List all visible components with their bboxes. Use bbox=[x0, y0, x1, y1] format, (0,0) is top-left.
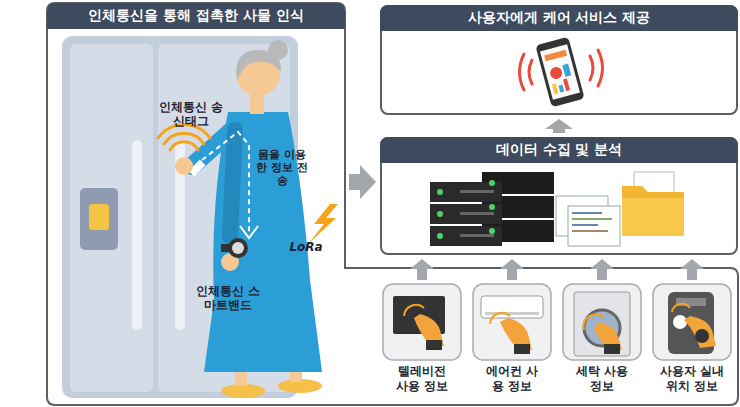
doorlock-icon bbox=[668, 292, 716, 354]
code-windows bbox=[556, 196, 620, 246]
flow-arrow bbox=[500, 259, 524, 280]
device-card: 텔레비전 사용 정보 bbox=[383, 284, 461, 360]
folder bbox=[622, 172, 684, 236]
phone-vibration bbox=[520, 50, 603, 90]
smartphone bbox=[535, 37, 584, 108]
section-header: 사용자에게 케어 서비스 제공 bbox=[380, 5, 738, 31]
flow-arrow bbox=[590, 259, 614, 280]
elderly-woman bbox=[175, 40, 322, 398]
section-header: 데이터 수집 및 분석 bbox=[380, 137, 738, 163]
section-panel: 데이터 수집 및 분석 bbox=[380, 137, 738, 255]
lora-bolt bbox=[308, 204, 338, 244]
device-label: 사용자 실내 위치 정보 bbox=[658, 364, 726, 394]
signal-arcs bbox=[158, 125, 210, 150]
flow-arrow bbox=[545, 119, 573, 133]
tag-label: 인체통신 송신태그 bbox=[158, 100, 224, 129]
device-label: 에어컨 사용 정보 bbox=[481, 364, 543, 394]
device-label: 텔레비전 사용 정보 bbox=[390, 364, 454, 394]
device-card: 세탁 사용 정보 bbox=[563, 284, 641, 360]
device-cards bbox=[383, 284, 731, 360]
device-card: 에어컨 사용 정보 bbox=[473, 284, 551, 360]
tv-icon bbox=[393, 296, 445, 350]
lora-label: LoRa bbox=[286, 240, 326, 254]
servers bbox=[430, 172, 554, 246]
flow-arrow bbox=[680, 259, 704, 280]
section-panel: 사용자에게 케어 서비스 제공 bbox=[380, 5, 738, 115]
device-card: 사용자 실내 위치 정보 bbox=[653, 284, 731, 360]
band-label: 인체통신 스마트밴드 bbox=[190, 284, 266, 313]
touch-arcs bbox=[404, 304, 690, 330]
body-transfer-label: 몸을 이용한 정보 전송 bbox=[254, 148, 310, 188]
flow-arrow bbox=[410, 259, 434, 280]
aircon-icon bbox=[481, 296, 543, 354]
device-label: 세탁 사용 정보 bbox=[571, 364, 633, 394]
section-panel: 인체통신을 통해 접촉한 사물 인식 bbox=[47, 3, 345, 405]
section-header: 인체통신을 통해 접촉한 사물 인식 bbox=[47, 3, 345, 29]
flow-arrow bbox=[349, 165, 376, 199]
region-outline bbox=[47, 3, 738, 405]
washer-icon bbox=[574, 292, 630, 356]
